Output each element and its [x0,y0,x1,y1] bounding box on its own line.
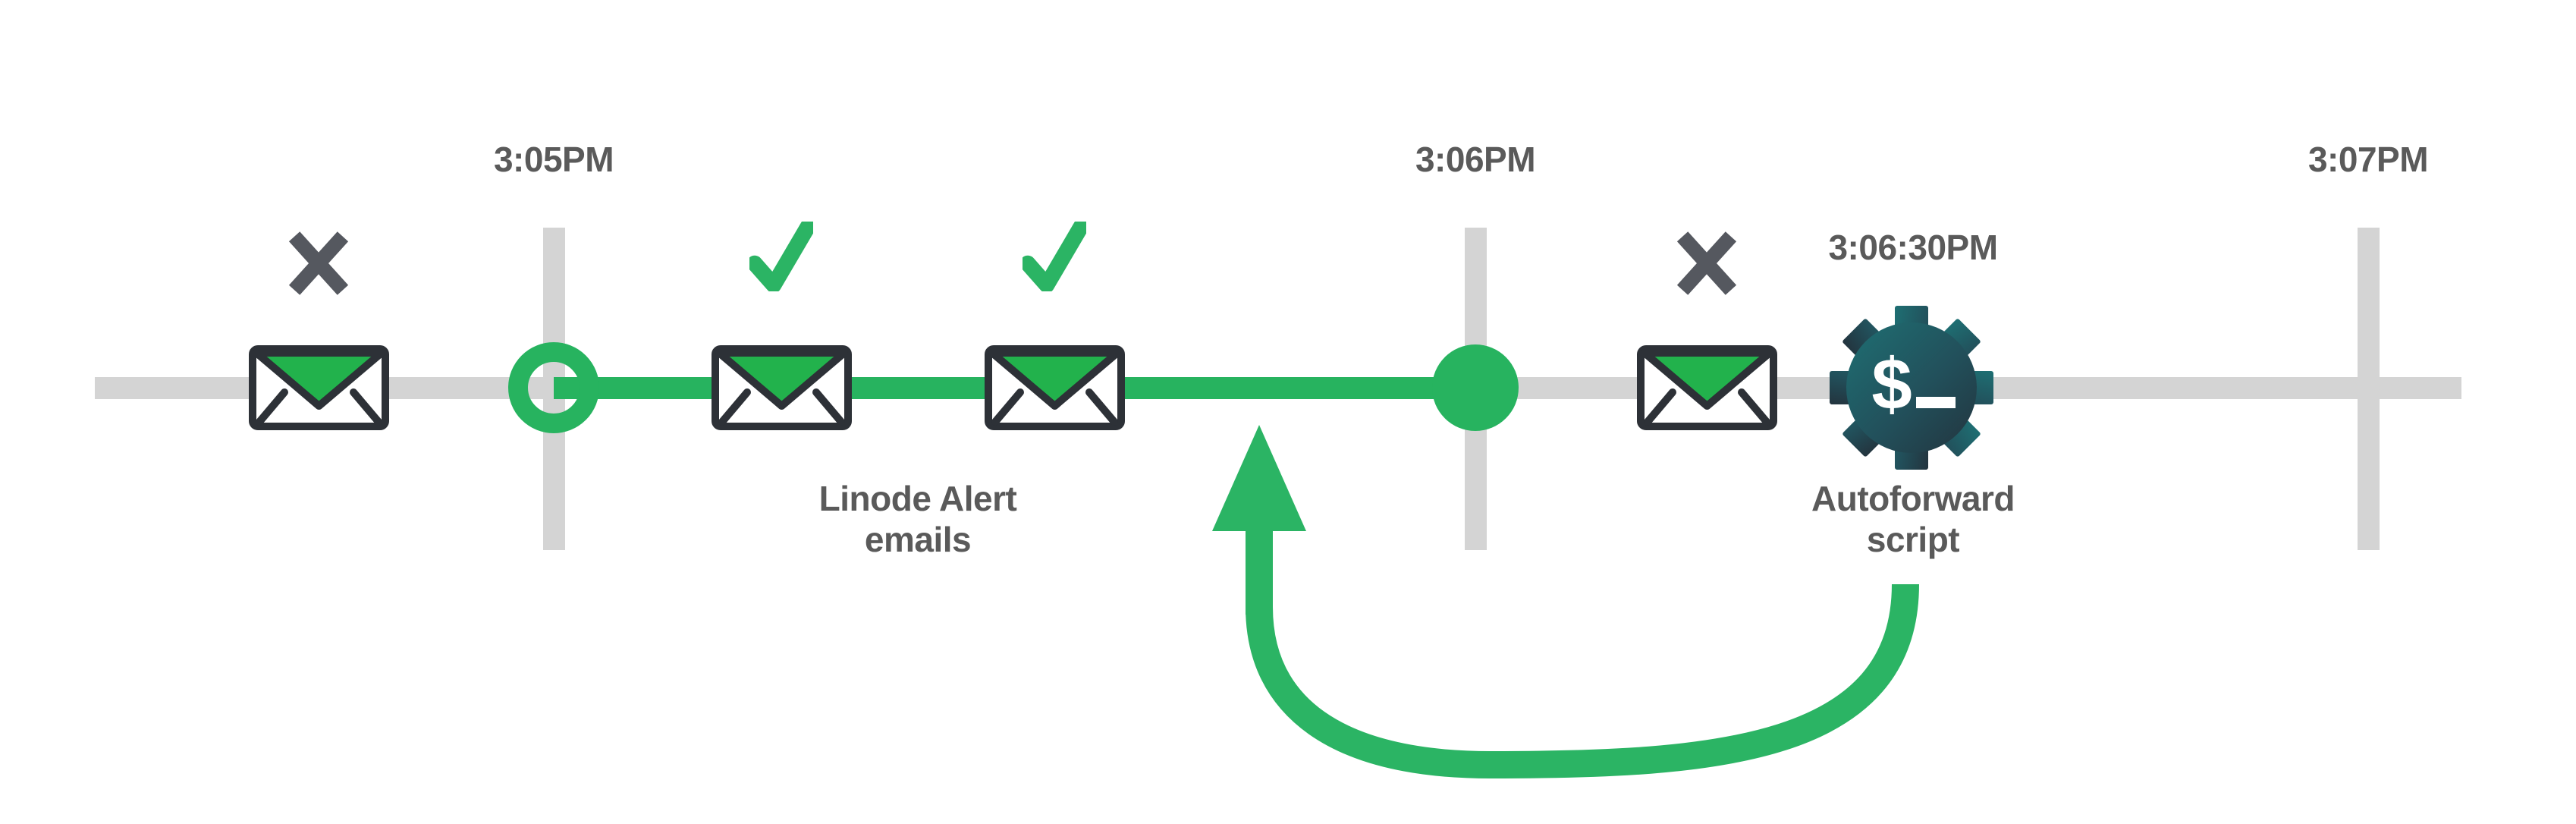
alert-emails-caption: Linode Alert emails [818,479,1017,560]
svg-text:$: $ [1871,344,1912,425]
tick-mark-307 [2358,228,2380,550]
gear-terminal-icon: $ [1830,306,1993,470]
tick-label-306: 3:06PM [1415,140,1536,179]
x-mark-icon-1 [294,237,343,291]
autoforward-timestamp: 3:06:30PM [1828,228,1998,267]
check-mark-icon-1 [755,227,808,285]
feedback-arrow [1212,425,1919,779]
check-mark-icon-2 [1028,227,1081,285]
dot-marker-icon [1432,344,1519,431]
envelope-icon-group-2 [715,349,848,426]
x-mark-icon-2 [1682,237,1731,291]
envelope-icon-group-4 [1641,349,1773,426]
envelope-icon-group-3 [988,349,1121,426]
ring-marker-icon [508,342,599,433]
autoforward-script-caption: Autoforward script [1811,479,2015,560]
tick-label-307: 3:07PM [2307,140,2429,179]
envelope-icon-group-1 [253,349,385,426]
tick-label-305: 3:05PM [493,140,614,179]
